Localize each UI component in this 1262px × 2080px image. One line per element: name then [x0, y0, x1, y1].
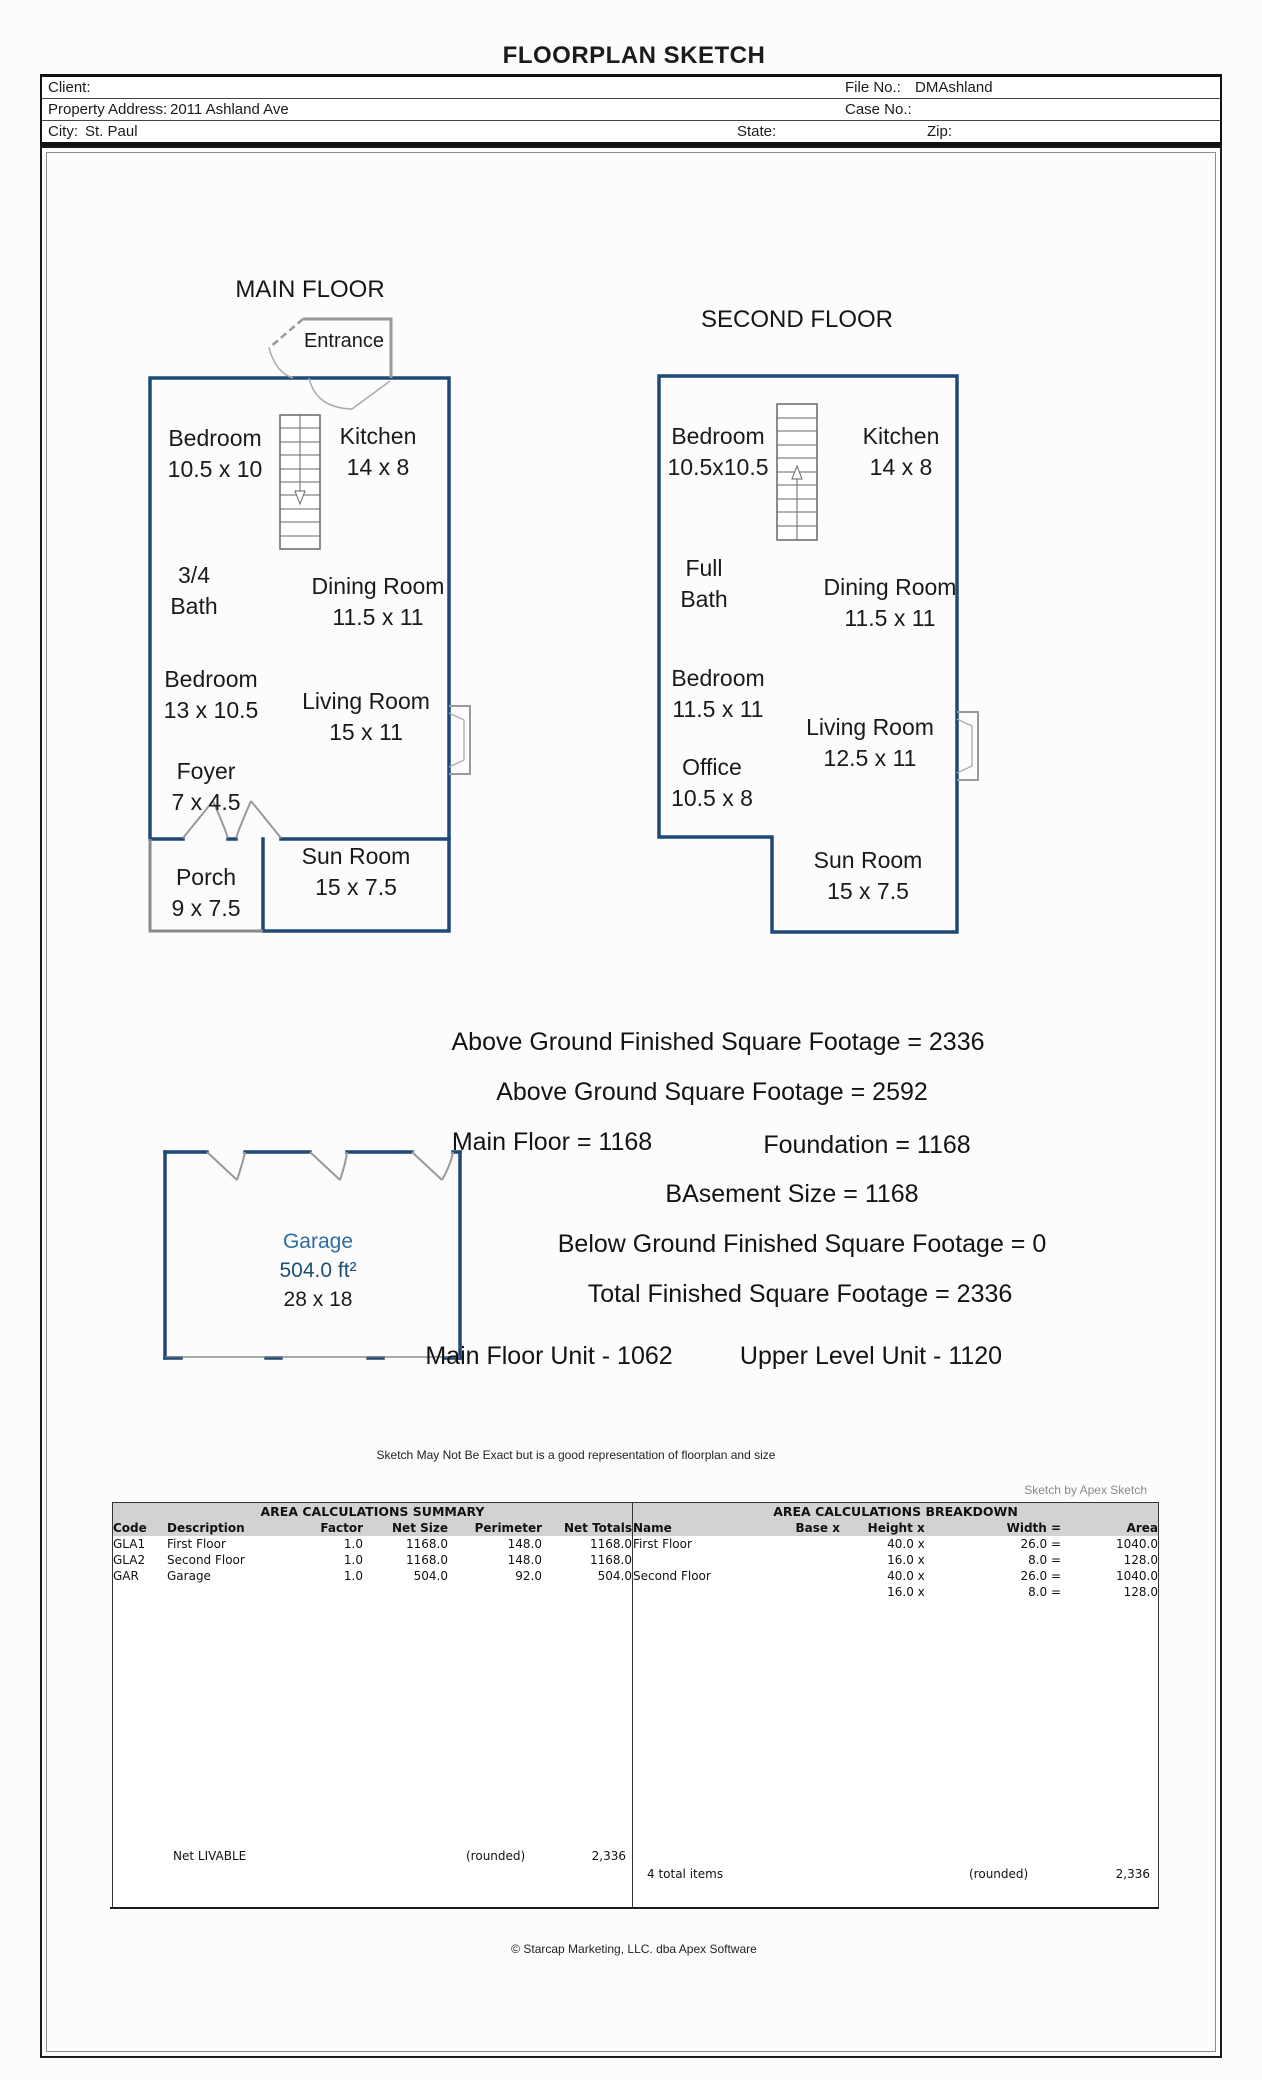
- area-calculations-summary: AREA CALCULATIONS SUMMARY Code Descripti…: [113, 1503, 633, 1907]
- net-livable-total: 2,336: [591, 1849, 626, 1863]
- property-address-label: Property Address:: [48, 101, 168, 118]
- breakdown-header-row: Name Base x Height x Width = Area: [633, 1520, 1158, 1536]
- city-value: St. Paul: [85, 123, 138, 140]
- table-row: 16.0 x 8.0 = 128.0: [887, 1585, 1158, 1599]
- upper-level-unit: Upper Level Unit - 1120: [739, 1342, 1003, 1370]
- total-finished-sqft: Total Finished Square Footage = 2336: [587, 1280, 1013, 1308]
- garage-dims-label: 28 x 18: [283, 1288, 353, 1311]
- main-floor-unit: Main Floor Unit - 1062: [425, 1342, 673, 1370]
- summary-title: AREA CALCULATIONS SUMMARY: [113, 1503, 632, 1520]
- page-title: FLOORPLAN SKETCH: [502, 42, 766, 69]
- copyright-text: © Starcap Marketing, LLC. dba Apex Softw…: [511, 1942, 757, 1956]
- table-row: GLA1 First Floor 1.0 1168.0 148.0 1168.0: [113, 1537, 632, 1551]
- breakdown-grid: Name Base x Height x Width = Area First …: [633, 1520, 1158, 1600]
- total-items-label: 4 total items: [647, 1867, 724, 1881]
- header-row-city: City: St. Paul State: Zip:: [42, 121, 1220, 142]
- client-label: Client:: [48, 79, 91, 96]
- entrance-label: Entrance: [303, 330, 385, 352]
- garage-label: Garage: [282, 1230, 354, 1253]
- property-address-value: 2011 Ashland Ave: [170, 101, 289, 118]
- breakdown-title: AREA CALCULATIONS BREAKDOWN: [633, 1503, 1158, 1520]
- main-floor-sqft: Main Floor = 1168: [451, 1128, 653, 1156]
- garage-area-label: 504.0 ft²: [279, 1259, 357, 1282]
- summary-header-row: Code Description Factor Net Size Perimet…: [113, 1520, 632, 1536]
- table-underline: [110, 1907, 1159, 1909]
- area-calculations-table: AREA CALCULATIONS SUMMARY Code Descripti…: [112, 1502, 1159, 1908]
- city-label: City:: [48, 123, 78, 140]
- foundation-sqft: Foundation = 1168: [763, 1131, 971, 1159]
- breakdown-total: 2,336: [1115, 1867, 1150, 1881]
- above-ground-finished-sqft: Above Ground Finished Square Footage = 2…: [451, 1028, 985, 1056]
- area-calculations-breakdown: AREA CALCULATIONS BREAKDOWN Name Base x …: [633, 1503, 1158, 1907]
- summary-grid: Code Description Factor Net Size Perimet…: [113, 1520, 632, 1584]
- state-label: State:: [737, 123, 777, 140]
- table-row: GLA2 Second Floor 1.0 1168.0 148.0 1168.…: [113, 1553, 632, 1567]
- header-row-address: Property Address: 2011 Ashland Ave Case …: [42, 99, 1220, 121]
- table-row: Second Floor 40.0 x 26.0 = 1040.0: [633, 1569, 1158, 1583]
- above-ground-sqft: Above Ground Square Footage = 2592: [496, 1078, 928, 1106]
- table-row: GAR Garage 1.0 504.0 92.0 504.0: [113, 1569, 632, 1583]
- basement-size: BAsement Size = 1168: [665, 1180, 919, 1208]
- zip-label: Zip:: [927, 123, 953, 140]
- header-info-table: Client: File No.: DMAshland Property Add…: [40, 74, 1222, 146]
- file-no-value: DMAshland: [915, 79, 993, 96]
- disclaimer-text: Sketch May Not Be Exact but is a good re…: [376, 1448, 776, 1462]
- main-floor-title: MAIN FLOOR: [235, 276, 385, 303]
- sketch-border-inner: [46, 152, 1216, 2052]
- sketch-border: [40, 146, 1222, 2058]
- table-row: 16.0 x 8.0 = 128.0: [887, 1553, 1158, 1567]
- rounded-label: (rounded): [969, 1867, 1029, 1881]
- below-ground-finished-sqft: Below Ground Finished Square Footage = 0: [557, 1230, 1047, 1258]
- net-livable-label: Net LIVABLE: [173, 1849, 247, 1863]
- file-no-label: File No.:: [845, 79, 901, 96]
- second-floor-title: SECOND FLOOR: [700, 306, 894, 333]
- header-row-client: Client: File No.: DMAshland: [42, 77, 1220, 99]
- sketch-credit-text: Sketch by Apex Sketch: [1024, 1483, 1147, 1497]
- rounded-label: (rounded): [466, 1849, 526, 1863]
- case-no-label: Case No.:: [845, 101, 912, 118]
- table-row: First Floor 40.0 x 26.0 = 1040.0: [633, 1537, 1158, 1551]
